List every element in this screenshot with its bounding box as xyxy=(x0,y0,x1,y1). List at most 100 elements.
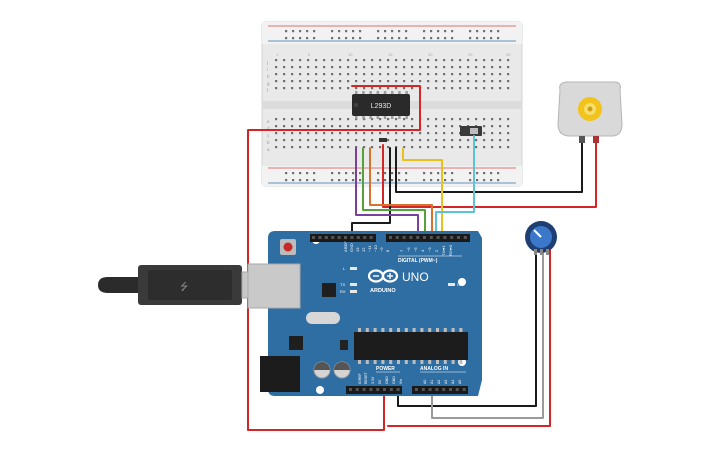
breadboard-hole xyxy=(347,80,350,83)
breadboard-hole xyxy=(435,139,438,142)
header-hole xyxy=(450,236,454,239)
breadboard-hole xyxy=(451,139,454,142)
wire-yellow xyxy=(402,147,443,241)
breadboard-hole xyxy=(491,73,494,76)
chip-pin xyxy=(443,360,447,364)
rail-hole xyxy=(377,179,380,182)
row-label: j xyxy=(266,60,268,65)
breadboard-hole xyxy=(331,87,334,90)
header-hole xyxy=(389,236,392,239)
breadboard-hole xyxy=(347,146,350,149)
pin-label-11: ~11 xyxy=(367,245,372,252)
breadboard-hole xyxy=(347,66,350,69)
pin-label-rx: RX⬅0 xyxy=(448,244,453,256)
breadboard-hole xyxy=(443,132,446,135)
dc-motor[interactable] xyxy=(557,81,623,143)
usb-cable[interactable]: ⭍ xyxy=(98,265,271,305)
breadboard-hole xyxy=(355,139,358,142)
power-pin-labels: IOREF RESET 3.3V 5V GND GND Vin xyxy=(358,371,403,384)
breadboard-hole xyxy=(475,66,478,69)
breadboard-hole xyxy=(427,73,430,76)
breadboard-hole xyxy=(411,66,414,69)
breadboard-hole xyxy=(291,125,294,128)
rail-hole xyxy=(384,30,387,33)
breadboard-hole xyxy=(427,80,430,83)
top-header-right xyxy=(386,234,470,242)
rail-hole xyxy=(430,30,433,33)
breadboard-hole xyxy=(331,66,334,69)
row-label: e xyxy=(267,119,270,124)
breadboard-hole xyxy=(443,118,446,121)
wire-green xyxy=(362,147,426,241)
rail-hole xyxy=(313,172,316,175)
chip-pin xyxy=(428,360,432,364)
breadboard-hole xyxy=(331,146,334,149)
rail-hole xyxy=(377,172,380,175)
rail-hole xyxy=(377,30,380,33)
breadboard-hole xyxy=(499,87,502,90)
breadboard-hole xyxy=(403,139,406,142)
breadboard-hole xyxy=(427,132,430,135)
breadboard-hole xyxy=(507,80,510,83)
breadboard-hole xyxy=(427,118,430,121)
pot-leg xyxy=(540,249,543,255)
capacitor-stripe xyxy=(334,362,350,370)
breadboard-hole xyxy=(307,66,310,69)
breadboard-hole xyxy=(475,146,478,149)
breadboard-hole xyxy=(411,73,414,76)
header-hole xyxy=(449,388,452,391)
header-hole xyxy=(312,236,315,239)
breadboard-hole xyxy=(307,59,310,62)
rail-hole xyxy=(359,30,362,33)
wire-black-motor xyxy=(395,141,583,193)
wire-cyan xyxy=(435,135,475,241)
breadboard-hole xyxy=(299,87,302,90)
slide-switch[interactable] xyxy=(460,126,482,136)
breadboard-hole xyxy=(283,87,286,90)
arduino-uno[interactable]: AREF GND 13 12 ~11 ~10 ~9 8 7 ~6 ~5 4 ~3… xyxy=(247,231,482,396)
breadboard-hole xyxy=(387,87,390,90)
header-hole xyxy=(318,236,322,239)
breadboard-hole xyxy=(323,80,326,83)
chip-pin xyxy=(398,91,401,94)
breadboard-hole xyxy=(379,146,382,149)
header-hole xyxy=(369,236,373,239)
rail-hole xyxy=(398,179,401,182)
potentiometer[interactable] xyxy=(525,221,557,255)
breadboard-hole xyxy=(419,146,422,149)
rail-hole xyxy=(285,172,288,175)
chip-pin xyxy=(362,116,365,119)
breadboard-hole xyxy=(443,87,446,90)
motor-terminal xyxy=(579,136,585,143)
pin-label-8: 8 xyxy=(385,249,390,252)
rail-hole xyxy=(476,179,479,182)
header-hole xyxy=(463,236,467,239)
pin-label-aref: AREF xyxy=(343,241,348,252)
rail-hole xyxy=(476,172,479,175)
breadboard-hole xyxy=(491,66,494,69)
atmega-pins xyxy=(358,328,463,364)
breadboard-hole xyxy=(363,125,366,128)
wire-red-pot xyxy=(387,249,551,427)
led-label-on: ON xyxy=(457,282,463,287)
breadboard-hole xyxy=(291,118,294,121)
rail-hole xyxy=(405,172,408,175)
header-hole xyxy=(429,236,433,239)
breadboard-hole xyxy=(483,125,486,128)
l293d-chip[interactable]: L293D xyxy=(352,91,410,119)
breadboard-hole xyxy=(371,59,374,62)
rail-hole xyxy=(292,37,295,40)
analog-pin-labels: A0 A1 A2 A3 A4 A5 xyxy=(423,380,462,384)
breadboard-hole xyxy=(299,66,302,69)
rail-hole xyxy=(313,30,316,33)
breadboard-hole xyxy=(475,80,478,83)
breadboard-hole xyxy=(467,73,470,76)
breadboard-hole xyxy=(291,73,294,76)
breadboard-hole xyxy=(363,118,366,121)
breadboard-hole xyxy=(419,59,422,62)
mount-hole xyxy=(316,386,324,394)
breadboard-hole xyxy=(395,132,398,135)
reset-button-cap[interactable] xyxy=(283,242,293,252)
pot-leg xyxy=(546,249,549,255)
arduino-brand: ARDUINO xyxy=(370,288,396,294)
